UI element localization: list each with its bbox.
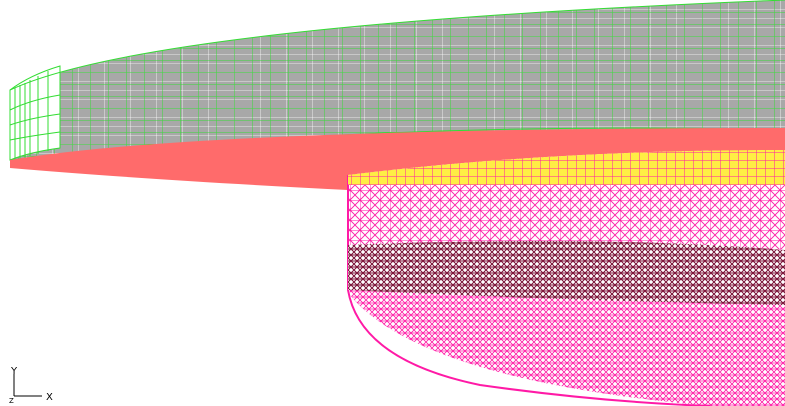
upper-disk-bottom[interactable] — [10, 128, 785, 190]
y-axis-label: Y — [10, 366, 18, 377]
axis-triad: Y X Z — [9, 366, 53, 404]
x-axis-label: X — [46, 392, 53, 403]
z-axis-label: Z — [9, 397, 14, 404]
